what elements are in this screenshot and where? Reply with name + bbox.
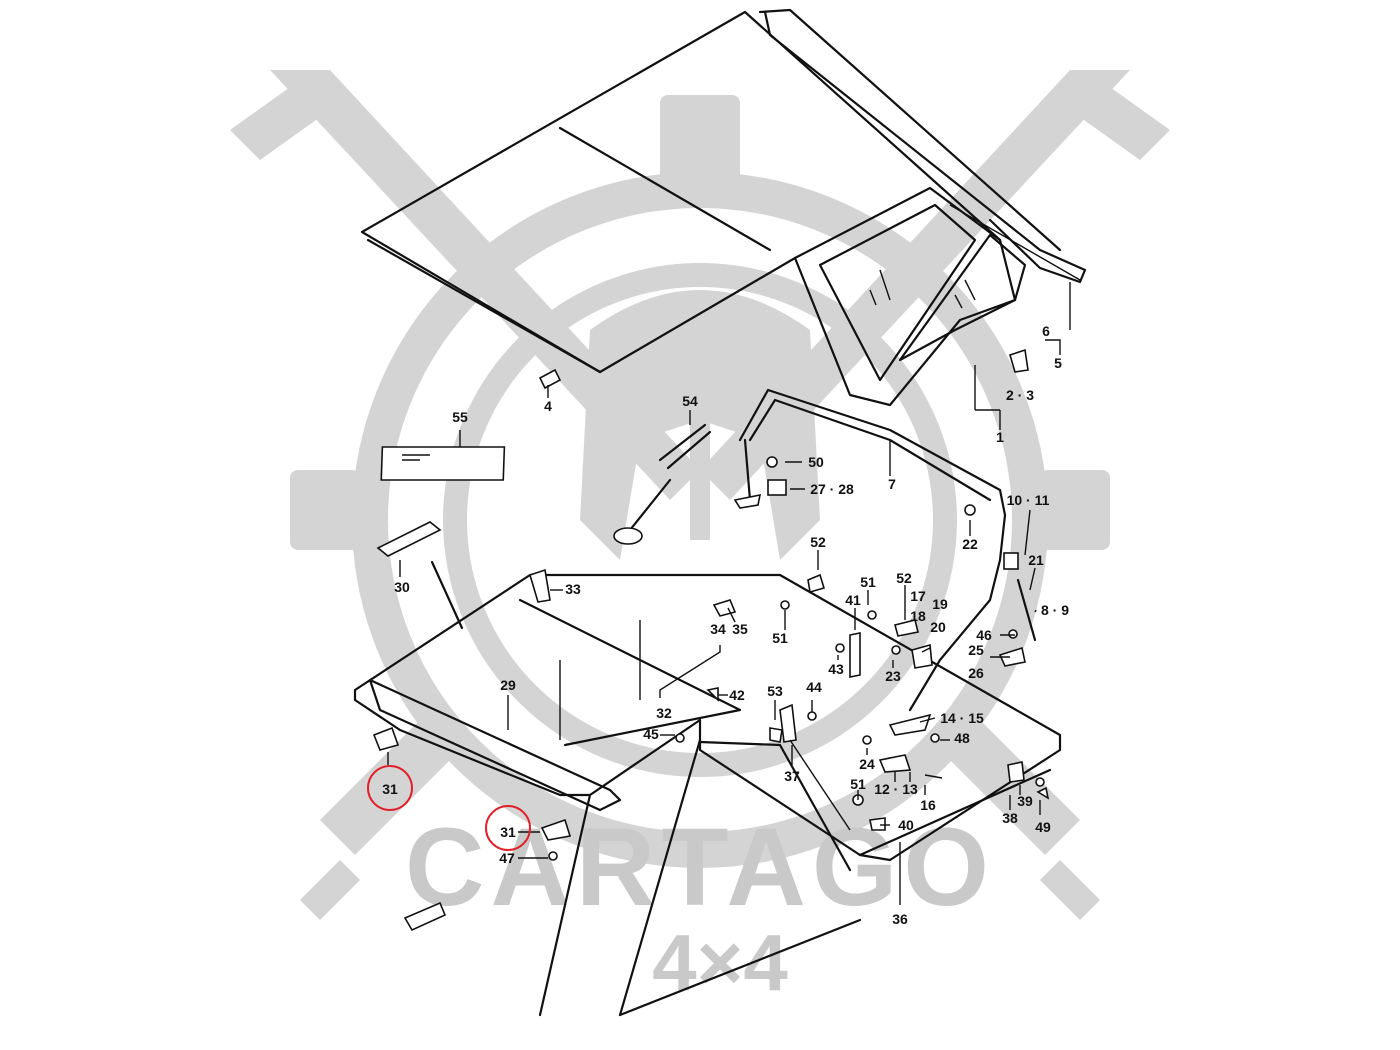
callout-48: 48 (954, 730, 970, 746)
callout-47: 47 (499, 850, 515, 866)
callout-18: 18 (910, 608, 926, 624)
callout-33: 33 (565, 581, 581, 597)
callout-19: 19 (932, 596, 948, 612)
callout-37: 37 (784, 768, 800, 784)
callout-52-a: 52 (810, 534, 826, 550)
callout-51-c: 51 (850, 776, 866, 792)
label-plate (380, 446, 506, 481)
clip-left (372, 726, 400, 751)
callout-40: 40 (898, 817, 914, 833)
frame-assembly (353, 573, 1062, 1017)
callout-14-15: 14 · 15 (940, 710, 984, 726)
highlight-circle-right (485, 805, 531, 851)
callout-31-right: 31 (500, 824, 516, 840)
callout-4: 4 (544, 398, 552, 414)
callout-51-a: 51 (772, 630, 788, 646)
callout-42: 42 (729, 687, 745, 703)
callout-10-11: 10 · 11 (1007, 492, 1050, 508)
callout-22: 22 (962, 536, 978, 552)
callout-43: 43 (828, 661, 844, 677)
callout-46: 46 (976, 627, 992, 643)
callout-25: 25 (968, 642, 984, 658)
callout-24: 24 (859, 756, 875, 772)
callout-30: 30 (394, 579, 410, 595)
callout-39: 39 (1017, 793, 1033, 809)
callout-31-left: 31 (382, 781, 398, 797)
callout-20: 20 (930, 619, 946, 635)
leader-lines (387, 339, 1061, 905)
callout-17: 17 (910, 588, 926, 604)
callout-54: 54 (682, 393, 698, 409)
callout-6: 6 (1042, 323, 1050, 339)
callout-53: 53 (767, 683, 783, 699)
callout-8-9: 8 · 9 (1041, 602, 1069, 618)
callout-27-28: 27 · 28 (810, 481, 854, 497)
parts (372, 348, 1050, 932)
callout-16: 16 (920, 797, 936, 813)
callout-50: 50 (808, 454, 824, 470)
callout-49: 49 (1035, 819, 1051, 835)
front-arrow-icon (403, 901, 447, 932)
callout-26: 26 (968, 665, 984, 681)
callout-52-b: 52 (896, 570, 912, 586)
callout-29: 29 (500, 677, 516, 693)
callout-44: 44 (806, 679, 822, 695)
callout-41: 41 (845, 592, 861, 608)
callout-38: 38 (1002, 810, 1018, 826)
clip-right (540, 818, 572, 841)
hard-top (360, 8, 1087, 407)
callout-36: 36 (892, 911, 908, 927)
callout-12-13: 12 · 13 (874, 781, 918, 797)
side-rail (738, 388, 1007, 712)
callout-23: 23 (885, 668, 901, 684)
watermark-brand: CARTAGO (405, 806, 995, 929)
gas-strut (658, 423, 712, 470)
highlight-circle-left (367, 765, 413, 811)
callout-32: 32 (656, 705, 672, 721)
callout-55: 55 (452, 409, 468, 425)
callout-51-b: 51 (860, 574, 876, 590)
callout-7: 7 (888, 476, 896, 492)
callout-1: 1 (996, 429, 1004, 445)
callout-5: 5 (1054, 355, 1062, 371)
callout-45: 45 (643, 726, 659, 742)
callouts: 1 2 · 3 4 5 6 7 8 · 9 10 · 11 12 · 13 14… (382, 323, 1069, 927)
callout-34: 34 (710, 621, 726, 637)
callout-35: 35 (732, 621, 748, 637)
bracket (376, 521, 442, 557)
callout-21: 21 (1028, 552, 1044, 568)
callout-2-3: 2 · 3 (1006, 387, 1034, 403)
